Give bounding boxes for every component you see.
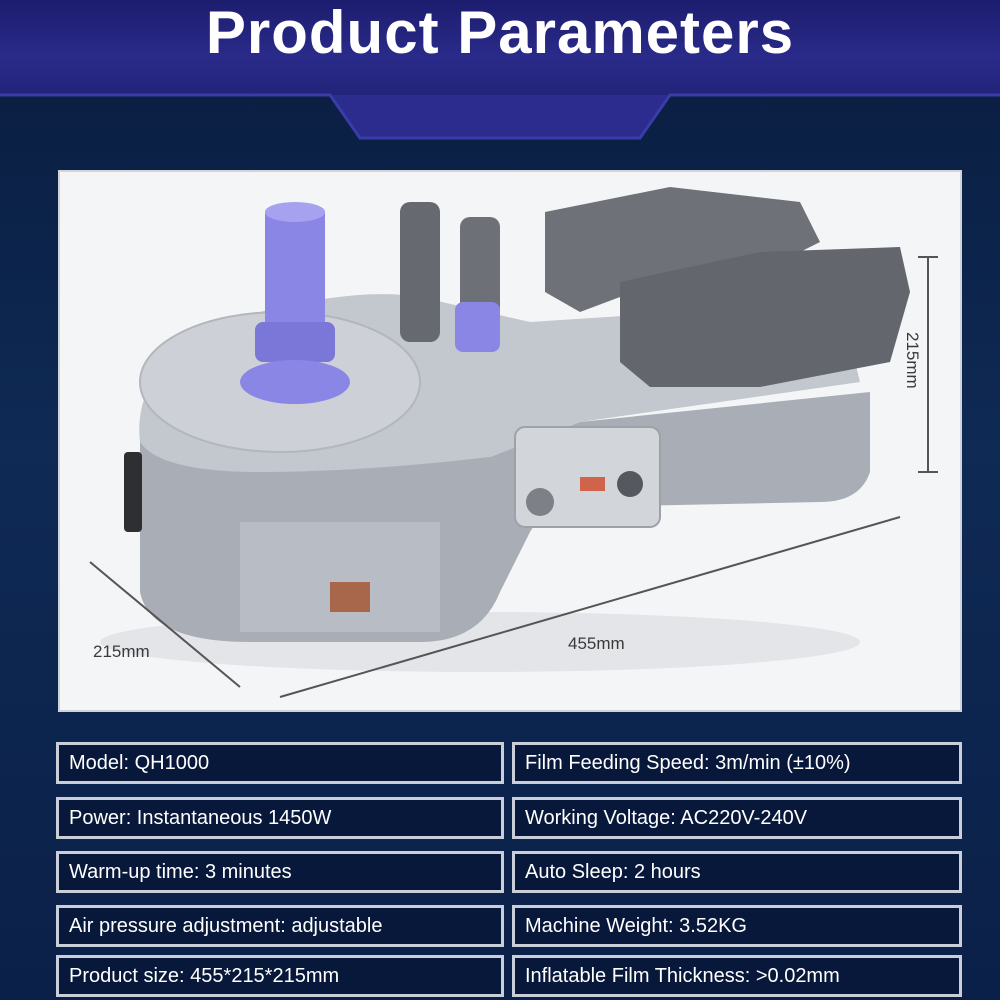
spec-film-feeding-speed: Film Feeding Speed: 3m/min (±10%) xyxy=(512,742,962,784)
spec-film-thickness: Inflatable Film Thickness: >0.02mm xyxy=(512,955,962,997)
length-dimension-label: 455mm xyxy=(568,634,625,653)
page-title: Product Parameters xyxy=(205,0,795,66)
banner-tab-shape xyxy=(0,93,1000,140)
spec-warm-up-time: Warm-up time: 3 minutes xyxy=(56,851,504,893)
spec-power: Power: Instantaneous 1450W xyxy=(56,797,504,839)
depth-dimension-label: 215mm xyxy=(93,642,150,661)
spec-machine-weight: Machine Weight: 3.52KG xyxy=(512,905,962,947)
machine-illustration xyxy=(89,187,938,698)
spec-working-voltage: Working Voltage: AC220V-240V xyxy=(512,797,962,839)
height-dimension-label: 215mm xyxy=(903,332,922,389)
spec-product-size: Product size: 455*215*215mm xyxy=(56,955,504,997)
product-photo: 215mm 215mm 455mm xyxy=(58,170,962,712)
spec-auto-sleep: Auto Sleep: 2 hours xyxy=(512,851,962,893)
spec-model: Model: QH1000 xyxy=(56,742,504,784)
spec-air-pressure: Air pressure adjustment: adjustable xyxy=(56,905,504,947)
title-banner xyxy=(0,0,1000,95)
